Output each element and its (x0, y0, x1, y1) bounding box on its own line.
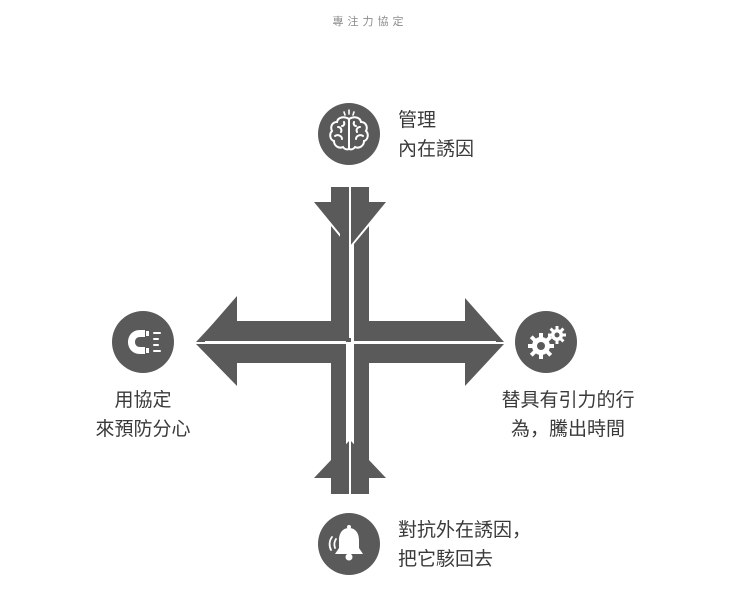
top-label-line-1: 管理 (398, 109, 437, 131)
quadrant-top-right (354, 226, 504, 342)
left-label: 用協定 來預防分心 (83, 386, 203, 444)
bell-node (318, 513, 380, 575)
right-label: 替具有引力的行 為，騰出時間 (488, 386, 648, 444)
bell-icon (328, 525, 363, 561)
left-label-line-2: 來預防分心 (95, 418, 191, 440)
quadrant-top-left (196, 226, 346, 342)
right-label-line-1: 替具有引力的行 (501, 389, 635, 411)
top-label-line-2: 內在誘因 (398, 138, 475, 160)
magnet-node (112, 311, 174, 373)
right-label-line-2: 為，騰出時間 (510, 418, 625, 440)
quadrant-bottom-right (354, 344, 504, 462)
left-label-line-1: 用協定 (114, 389, 172, 411)
bottom-label: 對抗外在誘因， 把它駭回去 (398, 516, 531, 574)
gears-node (515, 311, 577, 373)
gears-icon (528, 326, 566, 359)
bottom-label-line-2: 把它駭回去 (398, 548, 494, 570)
magnet-icon (128, 330, 161, 354)
bottom-label-line-1: 對抗外在誘因， (398, 519, 532, 541)
top-label: 管理 內在誘因 (398, 106, 474, 164)
brain-icon (329, 109, 369, 151)
diagram-title: 專注力協定 (332, 15, 408, 28)
brain-node (318, 103, 380, 165)
quadrant-bottom-left (196, 344, 346, 492)
